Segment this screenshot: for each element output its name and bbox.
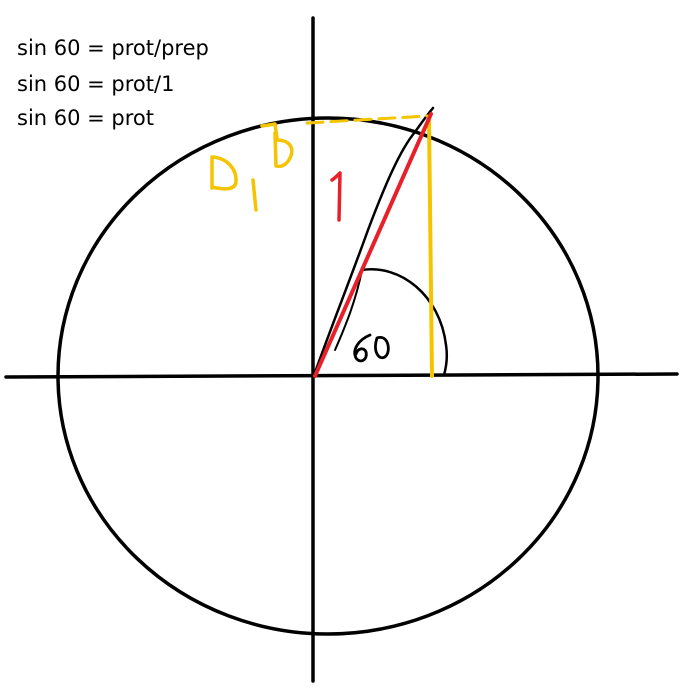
handwritten-letter-d bbox=[210, 155, 238, 191]
handwritten-letter-b bbox=[260, 122, 294, 169]
equation-line-2: sin 60 = prot/1 bbox=[17, 72, 175, 96]
hypotenuse-label-1 bbox=[330, 171, 342, 222]
angle-arc bbox=[360, 268, 449, 377]
equation-line-3: sin 60 = prot bbox=[17, 106, 155, 130]
projection-dashes bbox=[305, 114, 430, 125]
opposite-side bbox=[427, 116, 434, 378]
hypotenuse bbox=[313, 112, 433, 378]
handwritten-comma bbox=[251, 178, 258, 212]
equation-line-1: sin 60 = prot/prep bbox=[17, 36, 209, 60]
angle-label-60 bbox=[353, 333, 390, 363]
hypotenuse-outline bbox=[311, 106, 435, 380]
x-axis bbox=[4, 372, 679, 379]
